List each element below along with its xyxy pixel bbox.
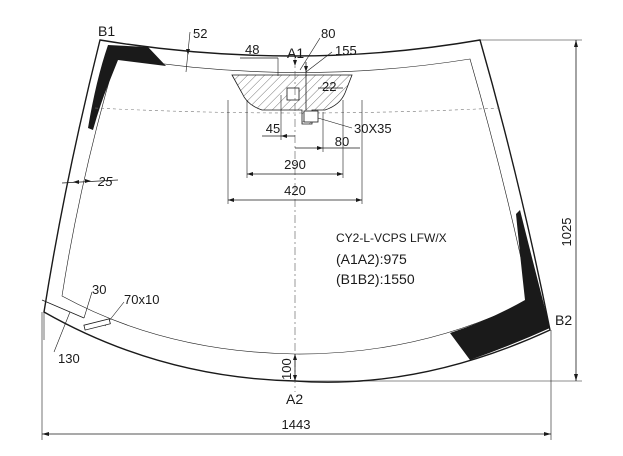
black-band-top-left [88,45,166,130]
dim-130: 130 [58,351,80,366]
dim-b1b2: (B1B2):1550 [336,271,415,287]
dim-22: 22 [322,79,336,94]
dim-25: 25 [97,174,113,189]
point-a2: A2 [286,391,303,407]
mirror-bracket-b [303,110,319,123]
dim-100: 100 [279,358,294,380]
model-code: CY2-L-VCPS LFW/X [336,231,447,245]
dim-1443: 1443 [282,417,311,432]
leader-30 [83,291,93,319]
dim-52: 52 [193,26,207,41]
shade-band-line [94,107,501,114]
leader-155 [305,51,333,73]
label-patch [83,318,111,331]
dim-155: 155 [335,43,357,58]
point-a1: A1 [287,45,304,61]
black-band-right [450,210,550,360]
dim-1025: 1025 [559,218,574,247]
dim-80-mid: 80 [335,134,349,149]
mirror-bracket-a [286,87,300,101]
dim-45: 45 [266,121,280,136]
dim-80-top: 80 [321,26,335,41]
dim-line-130 [41,299,85,319]
dim-30x35: 30X35 [354,121,392,136]
glass-outer-edge [43,39,551,383]
leader-80-top [299,37,321,71]
dim-a1a2: (A1A2):975 [336,251,407,267]
point-b1: B1 [98,23,115,39]
glass-print-border [61,56,531,355]
dim-70x10: 70x10 [124,292,159,307]
dim-line-25 [61,179,119,184]
dim-30: 30 [92,282,106,297]
dim-290: 290 [284,157,306,172]
point-b2: B2 [555,312,572,328]
dim-420: 420 [284,183,306,198]
leader-30x35 [317,117,353,129]
leader-130 [53,311,71,353]
dim-48: 48 [245,42,259,57]
